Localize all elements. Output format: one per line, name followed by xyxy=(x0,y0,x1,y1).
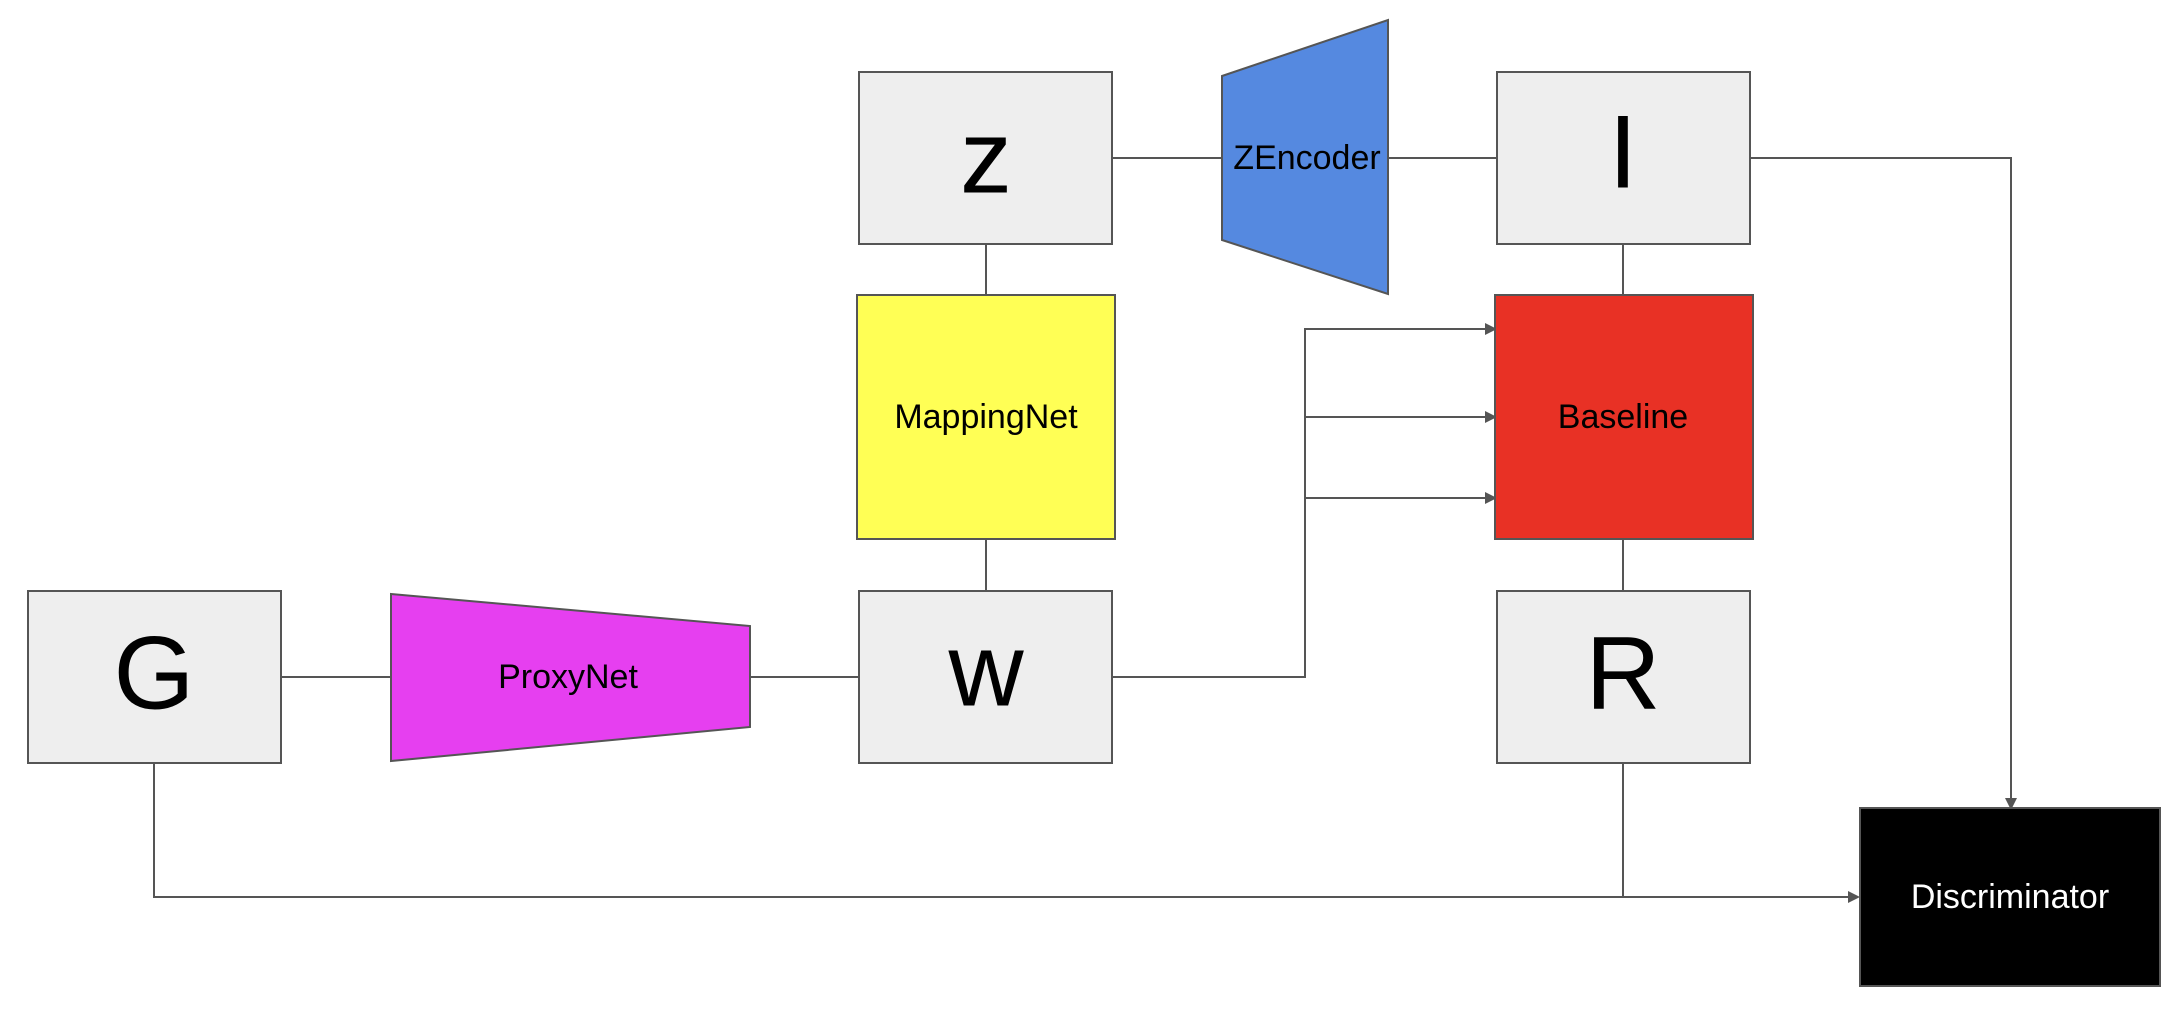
node-g-box xyxy=(27,590,282,764)
node-w-label: w xyxy=(947,612,1024,728)
node-proxynet-label: ProxyNet xyxy=(498,658,638,696)
node-i: I xyxy=(1496,71,1751,245)
node-r: R xyxy=(1496,590,1751,764)
node-r-label: R xyxy=(1585,615,1660,731)
node-z-box xyxy=(858,71,1113,245)
node-w: w xyxy=(858,590,1113,764)
node-i-label: I xyxy=(1609,94,1638,210)
edge-w-baseline-a xyxy=(1112,323,1497,678)
node-mappingnet-box xyxy=(856,294,1116,540)
node-w-box xyxy=(858,590,1113,764)
edges xyxy=(153,157,2017,903)
node-proxynet: ProxyNet xyxy=(390,592,751,763)
node-baseline-label: Baseline xyxy=(1558,398,1688,436)
node-zencoder: ZEncoder xyxy=(1221,18,1389,296)
node-mappingnet-label: MappingNet xyxy=(894,398,1078,436)
node-proxynet-shape xyxy=(390,592,751,763)
node-zencoder-shape xyxy=(1221,18,1389,296)
node-discriminator-box xyxy=(1859,807,2161,987)
node-g: G xyxy=(27,590,282,764)
node-discriminator: Discriminator xyxy=(1859,807,2161,987)
node-i-box xyxy=(1496,71,1751,245)
node-baseline: Baseline xyxy=(1494,294,1754,540)
edge-g-discriminator xyxy=(153,763,1860,903)
node-r-box xyxy=(1496,590,1751,764)
edge-i-discriminator xyxy=(1750,157,2017,810)
edge-w-baseline-b xyxy=(1304,411,1497,677)
node-discriminator-label: Discriminator xyxy=(1911,878,2109,916)
node-z-label: z xyxy=(960,99,1012,215)
node-z: z xyxy=(858,71,1113,245)
node-mappingnet: MappingNet xyxy=(856,294,1116,540)
node-zencoder-label: ZEncoder xyxy=(1233,139,1380,177)
node-baseline-box xyxy=(1494,294,1754,540)
node-g-label: G xyxy=(114,615,195,731)
